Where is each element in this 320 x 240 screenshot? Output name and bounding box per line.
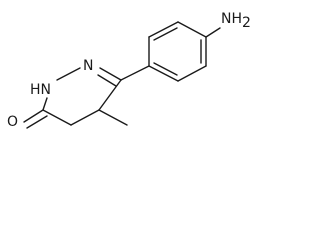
methyl-bond bbox=[98, 109, 128, 126]
ring-bond bbox=[98, 79, 122, 111]
pyridazinone-ring bbox=[42, 67, 122, 126]
benzene-bond bbox=[177, 65, 207, 82]
c-n-double-bond bbox=[99, 67, 122, 81]
benzene-double-bond bbox=[153, 27, 178, 41]
benzene-bond bbox=[148, 21, 179, 38]
benzene-bond bbox=[148, 65, 179, 82]
amine-bond bbox=[205, 27, 221, 38]
carbonyl-bond bbox=[23, 109, 44, 123]
molecule-structure: NH2 N HN O bbox=[7, 11, 251, 130]
ring-bond bbox=[42, 109, 72, 126]
benzene-double-bond bbox=[153, 62, 178, 76]
aryl-link-bond bbox=[120, 65, 150, 81]
nh-c-bond bbox=[42, 97, 48, 111]
oxygen-label: O bbox=[7, 114, 18, 130]
ring-bond bbox=[70, 109, 100, 126]
ring-nitrogen-label: N bbox=[83, 58, 93, 74]
nh-label: HN bbox=[30, 82, 51, 98]
n-n-bond bbox=[56, 67, 81, 81]
benzene-bond bbox=[177, 21, 207, 38]
amine-label: NH2 bbox=[221, 11, 251, 31]
carbonyl-double-bond bbox=[26, 115, 48, 129]
c-n-double-bond bbox=[97, 74, 117, 87]
benzene-ring bbox=[148, 21, 207, 82]
